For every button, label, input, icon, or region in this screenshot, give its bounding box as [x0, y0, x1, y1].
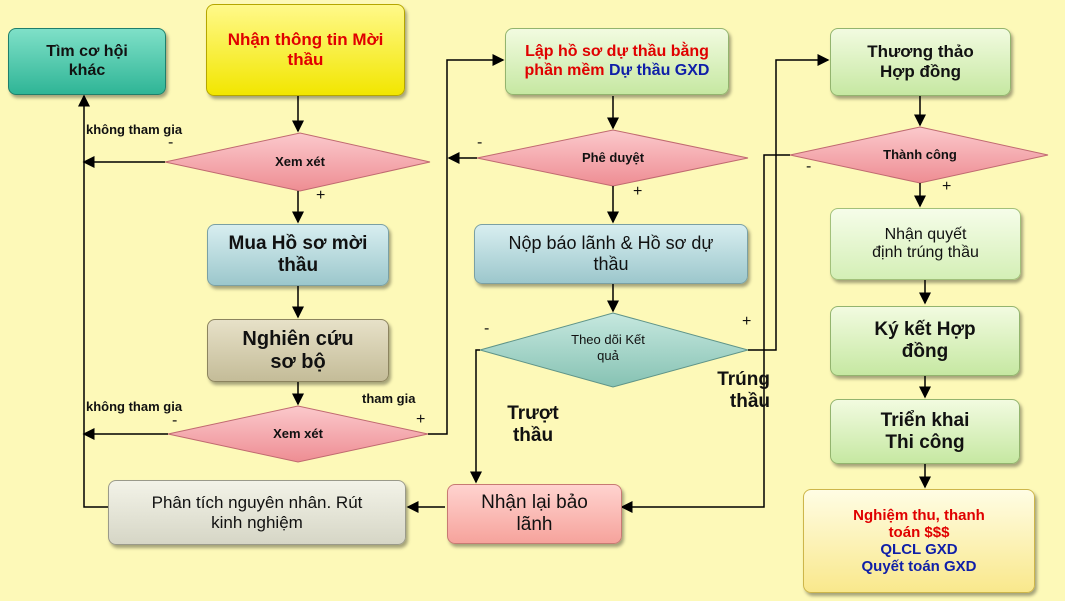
- sign-minus-theo-doi: -: [484, 320, 490, 337]
- sign-plus-phe-duyet: +: [633, 183, 643, 200]
- decision-diamond-phe-duyet: [476, 129, 749, 187]
- sign-plus-xem-xet-1: +: [316, 187, 326, 204]
- sign-minus-thanh-cong: -: [806, 158, 812, 175]
- node-nhan-thong-tin-text: Nhận thông tin Mời thầu: [227, 30, 384, 69]
- label-khong-tham-gia-2: không tham gia: [86, 399, 183, 414]
- node-nghien-cuu-text: Nghiên cứu sơ bộ: [242, 327, 354, 373]
- sign-minus-phe-duyet: -: [477, 134, 483, 151]
- node-nhan-lai: Nhận lại bảo lãnh: [447, 484, 622, 544]
- node-nghiem-thu-quyet-toan-text: Quyết toán GXD: [861, 558, 977, 576]
- arrow-trung-thau: [748, 54, 830, 351]
- decision-diamond-xem-xet-1: [164, 132, 431, 192]
- node-lap-ho-so: Lập hồ sơ dự thầu bằng phần mềm Dự thầu …: [505, 28, 729, 95]
- node-nhan-quyet-dinh-text: Nhận quyết định trúng thầu: [872, 225, 979, 261]
- node-tim-co-hoi: Tìm cơ hội khác: [8, 28, 166, 95]
- node-nghiem-thu: Nghiệm thu, thanh toán $$$ QLCL GXD Quyế…: [803, 489, 1035, 593]
- sign-plus-xem-xet-2: +: [416, 411, 426, 428]
- decision-diamond-thanh-cong: [789, 126, 1049, 184]
- node-phan-tich: Phân tích nguyên nhân. Rút kinh nghiệm: [108, 480, 406, 545]
- decision-thanh-cong-text: Thành công: [883, 147, 957, 162]
- node-thuong-thao: Thương thảo Hợp đồng: [830, 28, 1011, 96]
- arrow-truot-thau: [470, 349, 482, 484]
- node-nghiem-thu-red-text: Nghiệm thu, thanh toán $$$: [853, 506, 985, 541]
- node-mua-ho-so-text: Mua Hồ sơ mời thầu: [228, 233, 368, 276]
- node-lap-ho-so-text: Lập hồ sơ dự thầu bằng phần mềm Dự thầu …: [512, 43, 722, 80]
- node-nop-bao-lanh: Nộp báo lãnh & Hồ sơ dự thầu: [474, 224, 748, 284]
- node-nhan-lai-text: Nhận lại bảo lãnh: [481, 492, 588, 535]
- node-nhan-quyet-dinh: Nhận quyết định trúng thầu: [830, 208, 1021, 280]
- node-trien-khai-text: Triển khai Thi công: [880, 409, 970, 453]
- arrow-thanh-cong-fail: [620, 154, 790, 513]
- node-mua-ho-so: Mua Hồ sơ mời thầu: [207, 224, 389, 286]
- decision-xem-xet-2-text: Xem xét: [273, 426, 323, 441]
- node-phan-tich-text: Phân tích nguyên nhân. Rút kinh nghiệm: [151, 492, 363, 532]
- node-ky-ket: Ký kết Hợp đồng: [830, 306, 1020, 376]
- node-lap-ho-so-red-text: Lập hồ sơ dự thầu bằng phần mềm: [524, 43, 709, 79]
- node-thuong-thao-text: Thương thảo Hợp đồng: [867, 42, 974, 81]
- label-tham-gia: tham gia: [362, 391, 416, 406]
- sign-minus-xem-xet-2: -: [172, 412, 178, 429]
- sign-minus-xem-xet-1: -: [168, 134, 174, 151]
- node-lap-ho-so-blue-text: Dự thầu GXD: [608, 61, 710, 79]
- decision-phe-duyet-text: Phê duyệt: [581, 150, 645, 165]
- sign-plus-theo-doi: +: [742, 313, 752, 330]
- node-nop-bao-lanh-text: Nộp báo lãnh & Hồ sơ dự thầu: [508, 233, 714, 274]
- label-truot-thau: Trượt thầu: [507, 403, 559, 446]
- node-nghien-cuu: Nghiên cứu sơ bộ: [207, 319, 389, 382]
- decision-theo-doi-text: Theo dõi Kết quả: [571, 332, 645, 363]
- node-tim-co-hoi-text: Tìm cơ hội khác: [46, 43, 128, 79]
- decision-xem-xet-1-text: Xem xét: [275, 154, 325, 169]
- node-nhan-thong-tin: Nhận thông tin Mời thầu: [206, 4, 405, 96]
- sign-plus-thanh-cong: +: [942, 178, 952, 195]
- node-nghiem-thu-qlcl-text: QLCL GXD: [880, 541, 958, 558]
- label-khong-tham-gia-1: không tham gia: [86, 122, 183, 137]
- arrow-feedback-to-tim-co-hoi: [78, 94, 108, 508]
- node-trien-khai: Triển khai Thi công: [830, 399, 1020, 464]
- label-trung-thau: Trúng thầu: [717, 369, 770, 412]
- arrow-tham-gia-to-lap-ho-so: [428, 54, 505, 435]
- node-ky-ket-text: Ký kết Hợp đồng: [874, 319, 976, 362]
